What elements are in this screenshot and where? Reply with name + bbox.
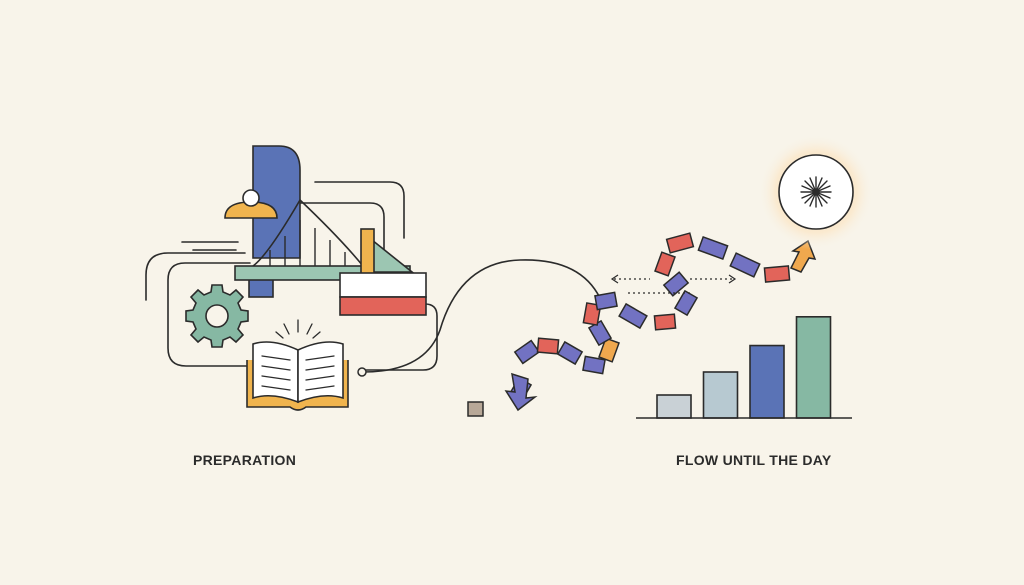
book-icon [246, 319, 349, 411]
gear-icon [185, 284, 249, 348]
chart-bar [656, 394, 692, 419]
preparation-cluster [145, 145, 438, 411]
preparation-label: PREPARATION [193, 452, 297, 468]
connector-line [362, 259, 601, 373]
chart-bar [702, 371, 739, 419]
start-square [467, 401, 484, 417]
dashed-arrows [610, 274, 737, 294]
chart-bar [749, 344, 785, 419]
bridge-icon [234, 145, 427, 316]
flow-until-the-day-label: FLOW UNTIL THE DAY [676, 452, 832, 468]
chart-bar [795, 315, 832, 419]
person-icon [224, 189, 278, 219]
sun-icon [758, 134, 874, 250]
connector-node [357, 367, 367, 377]
arrow-icon [504, 372, 538, 412]
flow-path [504, 232, 817, 412]
bar-chart [656, 315, 832, 419]
